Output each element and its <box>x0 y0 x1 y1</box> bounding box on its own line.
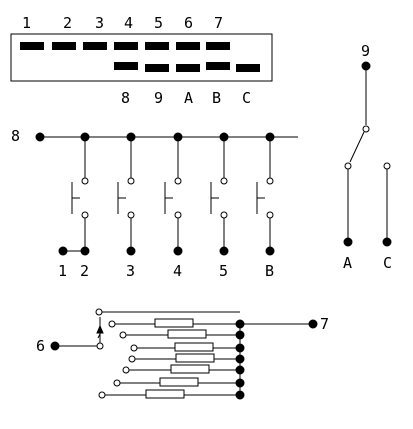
bus-input-node <box>35 132 45 142</box>
pin-9 <box>145 64 169 72</box>
switch-bank: 8 <box>11 127 298 280</box>
resistor-network: 6 <box>36 308 329 400</box>
switch-5 <box>256 132 275 256</box>
switch-1 <box>58 132 90 256</box>
pin-b <box>206 62 230 70</box>
input-label-6: 6 <box>36 337 45 355</box>
terminal-label-1: 1 <box>58 262 67 280</box>
switch-2 <box>117 132 136 256</box>
contact-label-c: C <box>383 254 392 272</box>
terminal-label-4: 4 <box>173 262 182 280</box>
connector-body <box>10 33 273 82</box>
changeover-switch: 9 A C <box>343 42 392 272</box>
pin-3 <box>83 42 107 50</box>
pin-c <box>236 64 260 72</box>
pin-label-3: 3 <box>95 14 104 32</box>
pin-label-8: 8 <box>121 89 130 107</box>
pin-label-6: 6 <box>184 14 193 32</box>
terminal-label-b: B <box>265 262 274 280</box>
terminal-label-3: 3 <box>126 262 135 280</box>
terminal-label-5: 5 <box>219 262 228 280</box>
pin-label-4: 4 <box>124 14 133 32</box>
pin-6 <box>176 42 200 50</box>
pin-label-7: 7 <box>214 14 223 32</box>
pin-label-c: C <box>242 89 251 107</box>
pin-label-9: 9 <box>154 89 163 107</box>
connector-pinout: 1 2 3 4 5 6 7 8 9 A B C <box>10 14 273 107</box>
terminal-label-2: 2 <box>80 262 89 280</box>
output-label-7: 7 <box>320 315 329 333</box>
pin-label-b: B <box>212 89 221 107</box>
pin-label-1: 1 <box>22 14 31 32</box>
pin-4 <box>114 42 138 50</box>
pin-7 <box>206 42 230 50</box>
pin-a <box>176 64 200 72</box>
pin-5 <box>145 42 169 50</box>
pin-label-a: A <box>184 89 193 107</box>
contact-label-a: A <box>343 254 352 272</box>
switch-3 <box>164 132 183 256</box>
common-label-9: 9 <box>361 42 370 60</box>
pin-2 <box>52 42 76 50</box>
switch-4 <box>210 132 229 256</box>
bus-label-8: 8 <box>11 127 20 145</box>
pin-label-2: 2 <box>63 14 72 32</box>
pin-label-5: 5 <box>154 14 163 32</box>
pin-1 <box>20 42 44 50</box>
pin-8 <box>114 62 138 70</box>
